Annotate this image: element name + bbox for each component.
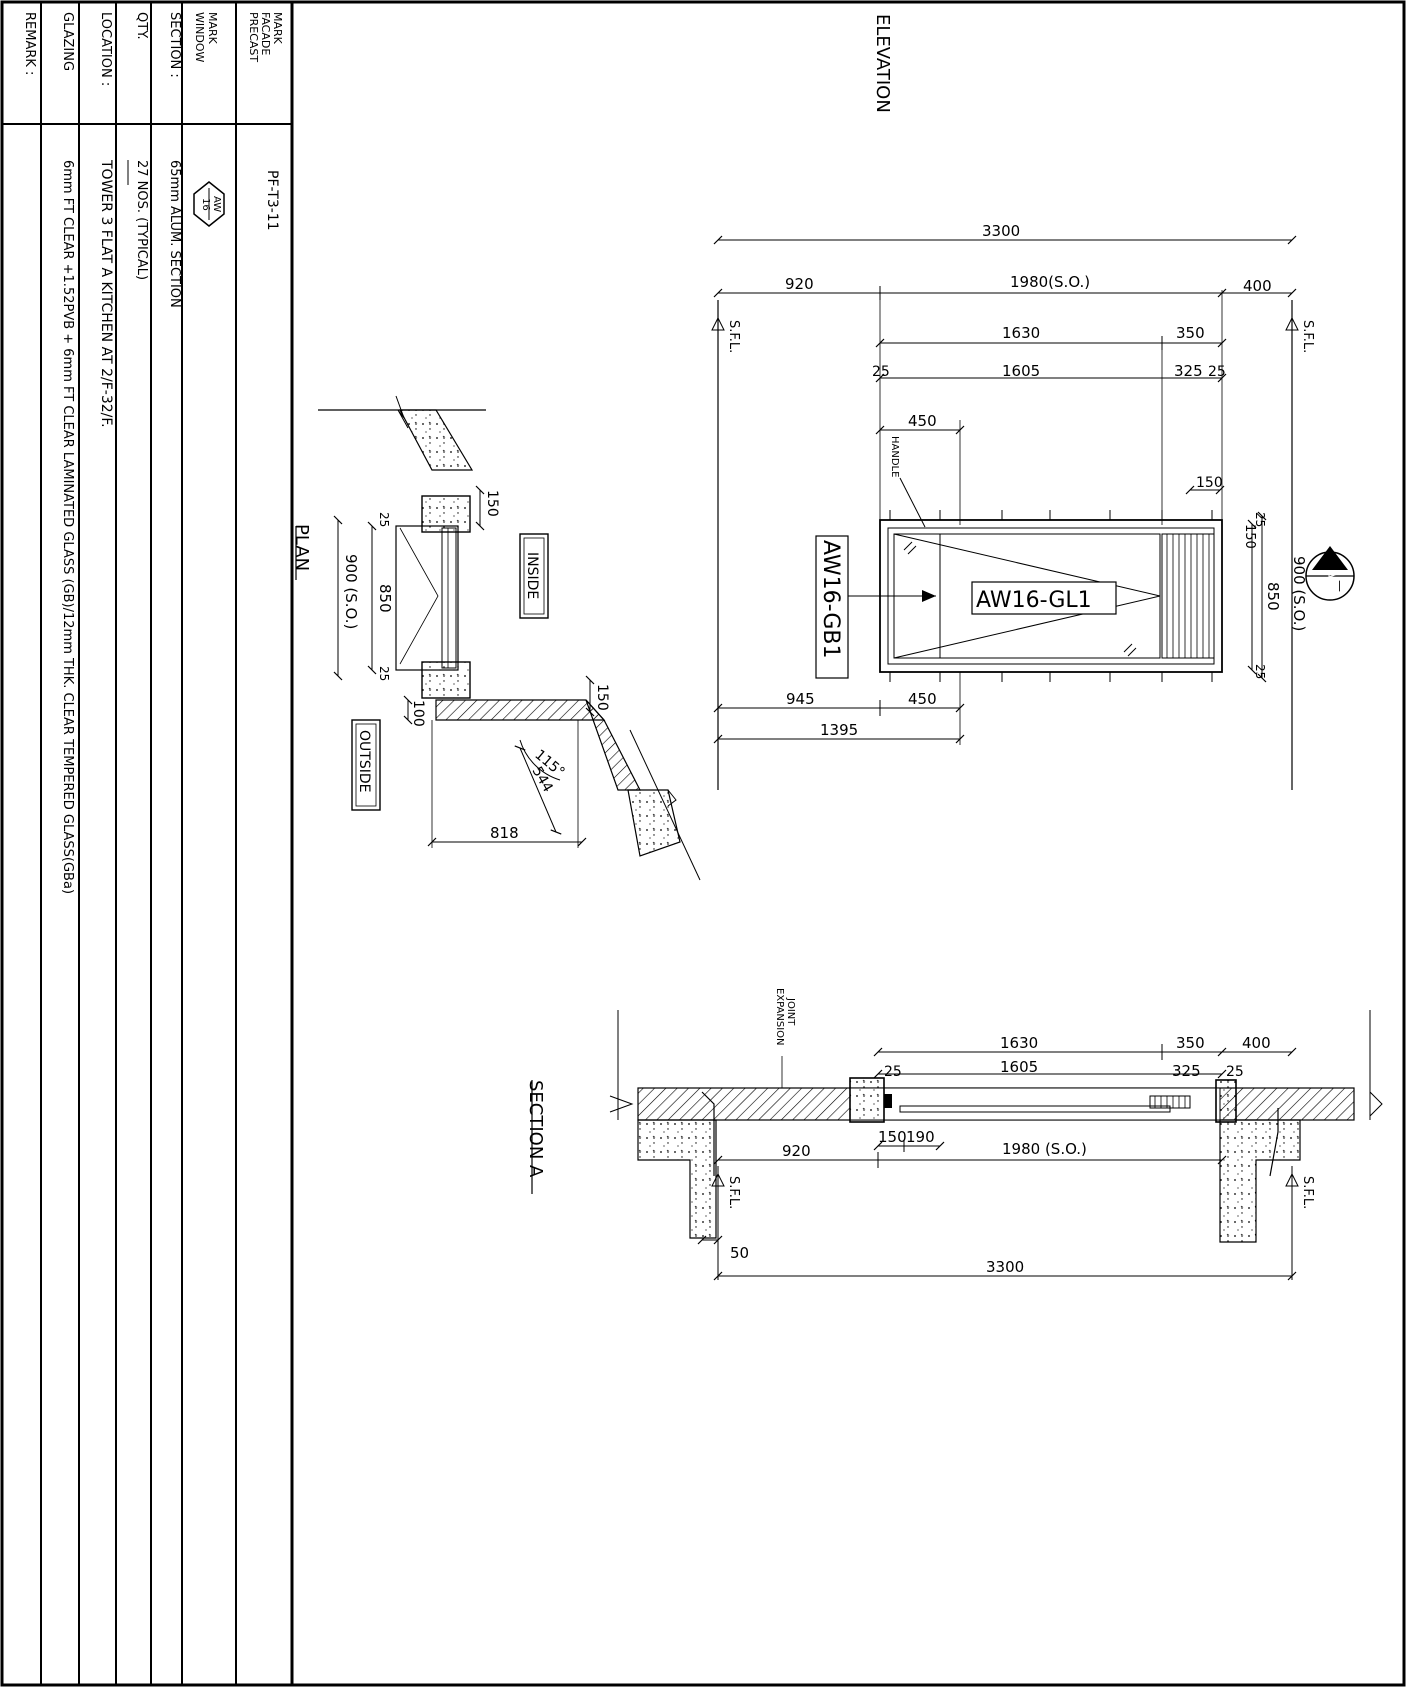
sec-dim-400: 400 xyxy=(1242,1034,1271,1052)
elev-dim-325: 325 xyxy=(1174,362,1203,380)
sec-dim-1630: 1630 xyxy=(1000,1034,1038,1052)
elevation-title: ELEVATION xyxy=(872,14,893,113)
plan-view: PLAN 900 (S.O.) 850 25 25 150 150 100 xyxy=(291,395,701,881)
elev-dim-1605: 1605 xyxy=(1002,362,1040,380)
expansion-joint-label-2: JOINT xyxy=(785,997,796,1026)
section-marker-icon: A — xyxy=(1305,546,1355,601)
sec-sfl-right: S.F.L. xyxy=(1300,1176,1315,1209)
window-mark-label: WINDOW MARK xyxy=(193,12,219,62)
sec-dim-150: 150 xyxy=(878,1128,907,1146)
elev-dim-920: 920 xyxy=(785,275,814,293)
svg-text:MARK: MARK xyxy=(206,12,219,45)
expansion-joint-label-1: EXPANSION xyxy=(774,988,785,1046)
section-a-view: SECTION A EXPANSION JOINT 1630 350 400 xyxy=(525,988,1383,1281)
sec-dim-325: 325 xyxy=(1172,1062,1201,1080)
elev-pane-tag: AW16-GB1 xyxy=(818,540,843,658)
elev-dim-450-top: 450 xyxy=(908,412,937,430)
plan-inside-label-box xyxy=(519,533,549,619)
elev-dim-900so: 900 (S.O.) xyxy=(1290,556,1308,631)
elev-dim-150-top: 150 xyxy=(1196,475,1223,491)
section-label: SECTION : xyxy=(167,12,182,78)
sec-dim-920: 920 xyxy=(782,1142,811,1160)
elev-dim-1980: 1980(S.O.) xyxy=(1010,273,1090,291)
elev-dim-1395: 1395 xyxy=(820,721,858,739)
glazing-label: GLAZING xyxy=(60,12,75,71)
elev-dim-945: 945 xyxy=(786,690,815,708)
elevation-view: ELEVATION S.F.L. S.F.L. 3300 920 1980(S.… xyxy=(711,14,1355,790)
plan-dim-150-bottom: 150 xyxy=(594,684,610,711)
elev-panel-tag-box xyxy=(971,581,1117,615)
glazing-value: 6mm FT CLEAR +1.52PVB + 6mm FT CLEAR LAM… xyxy=(60,160,75,894)
elev-dim-25b: 25 xyxy=(1208,364,1226,380)
elev-dim-25a: 25 xyxy=(872,364,890,380)
sec-dim-1980so: 1980 (S.O.) xyxy=(1002,1140,1087,1158)
precast-facade-mark-value: PF-T3-11 xyxy=(264,170,280,231)
plan-dim-900so: 900 (S.O.) xyxy=(342,554,360,629)
elev-dim-450-bottom: 450 xyxy=(908,690,937,708)
section-value: 65mm ALUM. SECTION xyxy=(167,160,182,308)
plan-dim-818: 818 xyxy=(490,824,519,842)
elev-panel-tag: AW16-GL1 xyxy=(976,588,1092,613)
elev-sfl-left: S.F.L. xyxy=(726,320,741,353)
plan-title: PLAN xyxy=(291,524,312,571)
plan-outside-label-box xyxy=(351,719,381,811)
section-a-title: SECTION A xyxy=(525,1080,546,1178)
location-value: TOWER 3 FLAT A KITCHEN AT 2/F-32/F. xyxy=(98,159,114,428)
elev-dim-3300: 3300 xyxy=(982,222,1020,240)
plan-dim-850: 850 xyxy=(376,584,394,613)
qty-label: QTY. xyxy=(134,12,149,40)
sec-dim-50: 50 xyxy=(730,1244,749,1262)
sec-dim-1605: 1605 xyxy=(1000,1058,1038,1076)
location-label: LOCATION : xyxy=(98,12,113,86)
sec-dim-25b: 25 xyxy=(1226,1064,1244,1080)
sec-dim-190: 190 xyxy=(906,1128,935,1146)
section-marker-letter: A xyxy=(1322,570,1337,579)
svg-text:FACADE: FACADE xyxy=(259,12,272,55)
elev-dim-150-right: 150 xyxy=(1242,524,1257,549)
plan-window-frame xyxy=(395,525,459,671)
window-mark-hexagon-icon: AW 16 xyxy=(193,181,225,227)
sec-sfl-left: S.F.L. xyxy=(726,1176,741,1209)
elev-dim-850: 850 xyxy=(1264,582,1282,611)
elev-dim-25d: 25 xyxy=(1253,664,1267,679)
sec-dim-350: 350 xyxy=(1176,1034,1205,1052)
elev-dim-350: 350 xyxy=(1176,324,1205,342)
section-marker-sheet: — xyxy=(1333,580,1347,592)
elev-dim-400: 400 xyxy=(1243,277,1272,295)
plan-dim-100: 100 xyxy=(410,700,426,727)
svg-text:WINDOW: WINDOW xyxy=(193,12,206,62)
elev-pane-tag-box xyxy=(815,535,849,679)
svg-text:16: 16 xyxy=(200,198,211,211)
sec-dim-25a: 25 xyxy=(884,1064,902,1080)
svg-text:PRECAST: PRECAST xyxy=(247,12,260,62)
title-block: REMARK : GLAZING LOCATION : QTY. SECTION… xyxy=(2,2,294,1685)
svg-text:AW: AW xyxy=(211,196,222,212)
svg-text:MARK: MARK xyxy=(271,12,284,45)
remark-label: REMARK : xyxy=(22,12,37,75)
sec-dim-3300: 3300 xyxy=(986,1258,1024,1276)
elev-dim-1630: 1630 xyxy=(1002,324,1040,342)
elev-sfl-right: S.F.L. xyxy=(1300,320,1315,353)
plan-inside-label: INSIDE xyxy=(524,552,540,599)
plan-dim-150-top: 150 xyxy=(484,490,500,517)
plan-dim-25a: 25 xyxy=(377,512,391,527)
elev-louvre-panel xyxy=(1161,533,1215,659)
precast-facade-mark-label: PRECAST FACADE MARK xyxy=(247,12,284,62)
plan-dim-25b: 25 xyxy=(377,666,391,681)
qty-value: 27 NOS. (TYPICAL) xyxy=(134,160,149,280)
elev-handle-label: HANDLE xyxy=(889,436,900,477)
plan-outside-label: OUTSIDE xyxy=(356,730,372,792)
elev-dim-25c: 25 xyxy=(1253,512,1267,527)
